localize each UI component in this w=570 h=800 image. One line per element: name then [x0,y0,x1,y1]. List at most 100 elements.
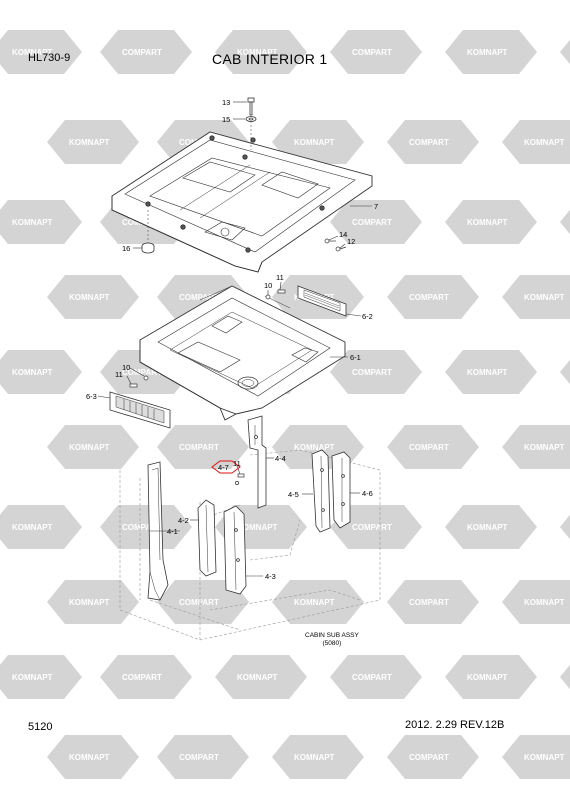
screws-14-12 [324,238,347,252]
callout-4-6: 4-6 [362,489,373,498]
watermark-tile: COMPART [100,505,192,549]
grommet-16 [141,210,155,254]
callout-6-3: 6-3 [86,392,97,401]
svg-text:KOMNAPT: KOMNAPT [69,443,110,452]
watermark-tile: KOMNAPT [0,200,82,244]
model-code: HL730-9 [28,52,71,64]
watermark-tile: KOMNAPT [272,735,364,779]
svg-text:COMPART: COMPART [352,368,392,377]
svg-text:KOMNAPT: KOMNAPT [467,48,508,57]
bolt-13 [245,97,257,150]
watermark-tile: KOMNAPT [215,655,307,699]
callout-4-4: 4-4 [275,454,286,463]
callout-10-top: 10 [264,281,272,290]
callout-15: 15 [222,115,230,124]
svg-text:COMPART: COMPART [409,598,449,607]
watermark-tile: COMPART [100,30,192,74]
callout-4-2: 4-2 [178,516,189,525]
svg-text:COMPART: COMPART [122,523,162,532]
watermark-tile: KOMNAPT [0,350,82,394]
watermark-tile: KOMNAPT [445,505,537,549]
watermark-tile: COMPART [330,505,422,549]
svg-text:KOMNAPT: KOMNAPT [12,523,53,532]
svg-text:KOMNAPT: KOMNAPT [467,673,508,682]
watermark-tile: KOMNAPT [47,425,139,469]
cabin-sub-assy-note: CABIN SUB ASSY (5080) [305,632,359,648]
callout-4-7: 4-7 [218,463,229,472]
svg-text:COMPART: COMPART [409,293,449,302]
svg-text:COMPART: COMPART [409,753,449,762]
cabin-note-line1: CABIN SUB ASSY [305,632,359,639]
svg-text:KOMNAPT: KOMNAPT [237,673,278,682]
callout-11-pillar: 11 [233,459,241,468]
watermark-tile: KOMNAPT [272,120,364,164]
callout-4-3: 4-3 [265,572,276,581]
svg-text:KOMNAPT: KOMNAPT [237,523,278,532]
svg-text:KOMNAPT: KOMNAPT [467,368,508,377]
callout-6-2: 6-2 [362,312,373,321]
svg-text:KOMNAPT: KOMNAPT [237,48,278,57]
watermark-tile: KOMNAPT [272,580,364,624]
watermark-tile: COMPART [330,350,422,394]
watermark-tile: KOMNAPT [502,120,570,164]
pillar-trim-4-4 [247,415,267,509]
svg-text:COMPART: COMPART [352,673,392,682]
svg-text:KOMNAPT: KOMNAPT [69,293,110,302]
callout-12: 12 [347,237,355,246]
watermark-tile: COMPART [560,664,570,690]
svg-text:COMPART: COMPART [122,48,162,57]
watermark-tile: COMPART [157,580,249,624]
watermark-tile: COMPART [330,30,422,74]
watermark-tile: KOMNAPT [502,425,570,469]
watermark-tile: COMPART [387,120,479,164]
callout-6-1: 6-1 [350,353,361,362]
date-revision: 2012. 2.29 REV.12B [405,719,505,731]
svg-text:KOMNAPT: KOMNAPT [524,598,565,607]
leader-lines [97,101,372,577]
svg-text:KOMNAPT: KOMNAPT [12,48,53,57]
callout-4-1: 4-1 [167,527,178,536]
svg-text:COMPART: COMPART [409,138,449,147]
pillar-trim-4-3 [223,505,247,595]
watermark-tile: COMPART [560,359,570,385]
svg-text:KOMNAPT: KOMNAPT [69,598,110,607]
svg-text:KOMNAPT: KOMNAPT [524,293,565,302]
watermark-tile: COMPART [387,425,479,469]
svg-text:KOMNAPT: KOMNAPT [467,523,508,532]
svg-text:KOMNAPT: KOMNAPT [294,443,335,452]
svg-text:KOMNAPT: KOMNAPT [524,443,565,452]
watermark-tile: KOMNAPT [47,735,139,779]
watermark-tile: COMPART [387,735,479,779]
svg-text:COMPART: COMPART [179,753,219,762]
svg-text:COMPART: COMPART [352,48,392,57]
svg-text:COMPART: COMPART [352,218,392,227]
watermark-tile: KOMNAPT [47,120,139,164]
watermark-tile: COMPART [330,200,422,244]
headliner-panel [139,285,346,421]
callout-14: 14 [339,230,347,239]
svg-text:KOMNAPT: KOMNAPT [524,753,565,762]
svg-text:COMPART: COMPART [122,368,162,377]
svg-text:COMPART: COMPART [179,443,219,452]
watermark-tile: KOMNAPT [215,30,307,74]
pillar-trim-4-2 [197,499,217,577]
svg-text:KOMNAPT: KOMNAPT [524,138,565,147]
page-number: 5120 [28,721,53,733]
cabin-note-line2: (5080) [322,640,342,647]
svg-text:KOMNAPT: KOMNAPT [294,138,335,147]
watermark-tile: KOMNAPT [0,655,82,699]
svg-text:KOMNAPT: KOMNAPT [12,368,53,377]
watermark-tile: KOMNAPT [445,200,537,244]
svg-text:KOMNAPT: KOMNAPT [12,673,53,682]
svg-text:KOMNAPT: KOMNAPT [294,753,335,762]
svg-text:COMPART: COMPART [409,443,449,452]
watermark-tile: COMPART [157,425,249,469]
watermark-layer: KOMNAPT COMPART KOMNAPT COMPART KOMNAPT COMPA… [0,30,570,779]
svg-text:COMPART: COMPART [352,523,392,532]
watermark-tile: KOMNAPT [502,735,570,779]
watermark-tile: KOMNAPT [0,505,82,549]
speaker-grille-6-3 [109,391,171,429]
svg-text:KOMNAPT: KOMNAPT [12,218,53,227]
watermark-tile: COMPART [387,275,479,319]
